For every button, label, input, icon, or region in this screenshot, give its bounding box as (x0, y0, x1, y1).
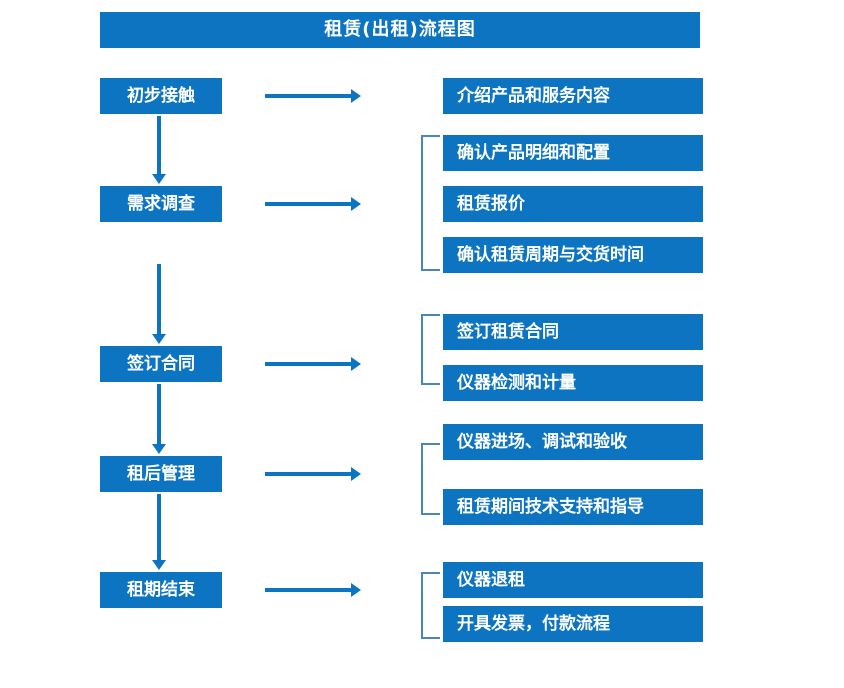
detail-label-2: 确认产品明细和配置 (457, 142, 610, 163)
stage-box-3[interactable]: 签订合同 (100, 346, 222, 382)
stage-box-1[interactable]: 初步接触 (100, 78, 222, 114)
arrow-shaft (157, 384, 161, 444)
arrow-shaft (157, 116, 161, 174)
arrow-right-1 (265, 89, 361, 103)
diagram-title: 租赁(出租)流程图 (324, 19, 476, 40)
detail-box-4[interactable]: 确认租赁周期与交货时间 (443, 237, 703, 273)
arrow-head (351, 89, 361, 103)
arrow-down-2 (152, 264, 166, 344)
detail-box-2[interactable]: 确认产品明细和配置 (443, 135, 703, 171)
detail-label-10: 开具发票，付款流程 (457, 613, 610, 634)
arrow-shaft (265, 362, 351, 366)
arrow-head (152, 560, 166, 570)
stage-label-1: 初步接触 (127, 85, 195, 106)
arrow-right-5 (265, 583, 361, 597)
detail-label-1: 介绍产品和服务内容 (457, 85, 610, 106)
detail-box-8[interactable]: 租赁期间技术支持和指导 (443, 489, 703, 525)
stage-label-2: 需求调查 (127, 193, 195, 214)
detail-box-9[interactable]: 仪器退租 (443, 562, 703, 598)
group-bracket-2 (421, 135, 440, 271)
detail-box-7[interactable]: 仪器进场、调试和验收 (443, 424, 703, 460)
arrow-down-1 (152, 116, 166, 184)
arrow-head (351, 197, 361, 211)
arrow-shaft (265, 588, 351, 592)
arrow-head (152, 444, 166, 454)
detail-box-10[interactable]: 开具发票，付款流程 (443, 606, 703, 642)
detail-box-6[interactable]: 仪器检测和计量 (443, 365, 703, 401)
detail-label-8: 租赁期间技术支持和指导 (457, 496, 644, 517)
arrow-shaft (157, 494, 161, 560)
group-bracket-5 (421, 572, 440, 639)
detail-label-4: 确认租赁周期与交货时间 (457, 244, 644, 265)
arrow-shaft (265, 472, 351, 476)
detail-box-5[interactable]: 签订租赁合同 (443, 314, 703, 350)
arrow-head (351, 583, 361, 597)
stage-label-4: 租后管理 (127, 463, 195, 484)
diagram-title-bar: 租赁(出租)流程图 (100, 12, 700, 48)
stage-box-2[interactable]: 需求调查 (100, 186, 222, 222)
stage-box-4[interactable]: 租后管理 (100, 456, 222, 492)
arrow-shaft (157, 264, 161, 334)
arrow-head (351, 357, 361, 371)
stage-box-5[interactable]: 租期结束 (100, 572, 222, 608)
arrow-head (152, 334, 166, 344)
detail-box-1[interactable]: 介绍产品和服务内容 (443, 78, 703, 114)
detail-box-3[interactable]: 租赁报价 (443, 186, 703, 222)
arrow-head (351, 467, 361, 481)
detail-label-9: 仪器退租 (457, 569, 525, 590)
arrow-down-4 (152, 494, 166, 570)
group-bracket-3 (421, 314, 440, 385)
detail-label-7: 仪器进场、调试和验收 (457, 431, 627, 452)
arrow-head (152, 174, 166, 184)
stage-label-5: 租期结束 (127, 579, 195, 600)
arrow-right-4 (265, 467, 361, 481)
detail-label-3: 租赁报价 (457, 193, 525, 214)
arrow-right-2 (265, 197, 361, 211)
detail-label-5: 签订租赁合同 (457, 321, 559, 342)
arrow-shaft (265, 94, 351, 98)
arrow-right-3 (265, 357, 361, 371)
stage-label-3: 签订合同 (127, 353, 195, 374)
arrow-shaft (265, 202, 351, 206)
group-bracket-4 (421, 443, 440, 515)
detail-label-6: 仪器检测和计量 (457, 372, 576, 393)
arrow-down-3 (152, 384, 166, 454)
